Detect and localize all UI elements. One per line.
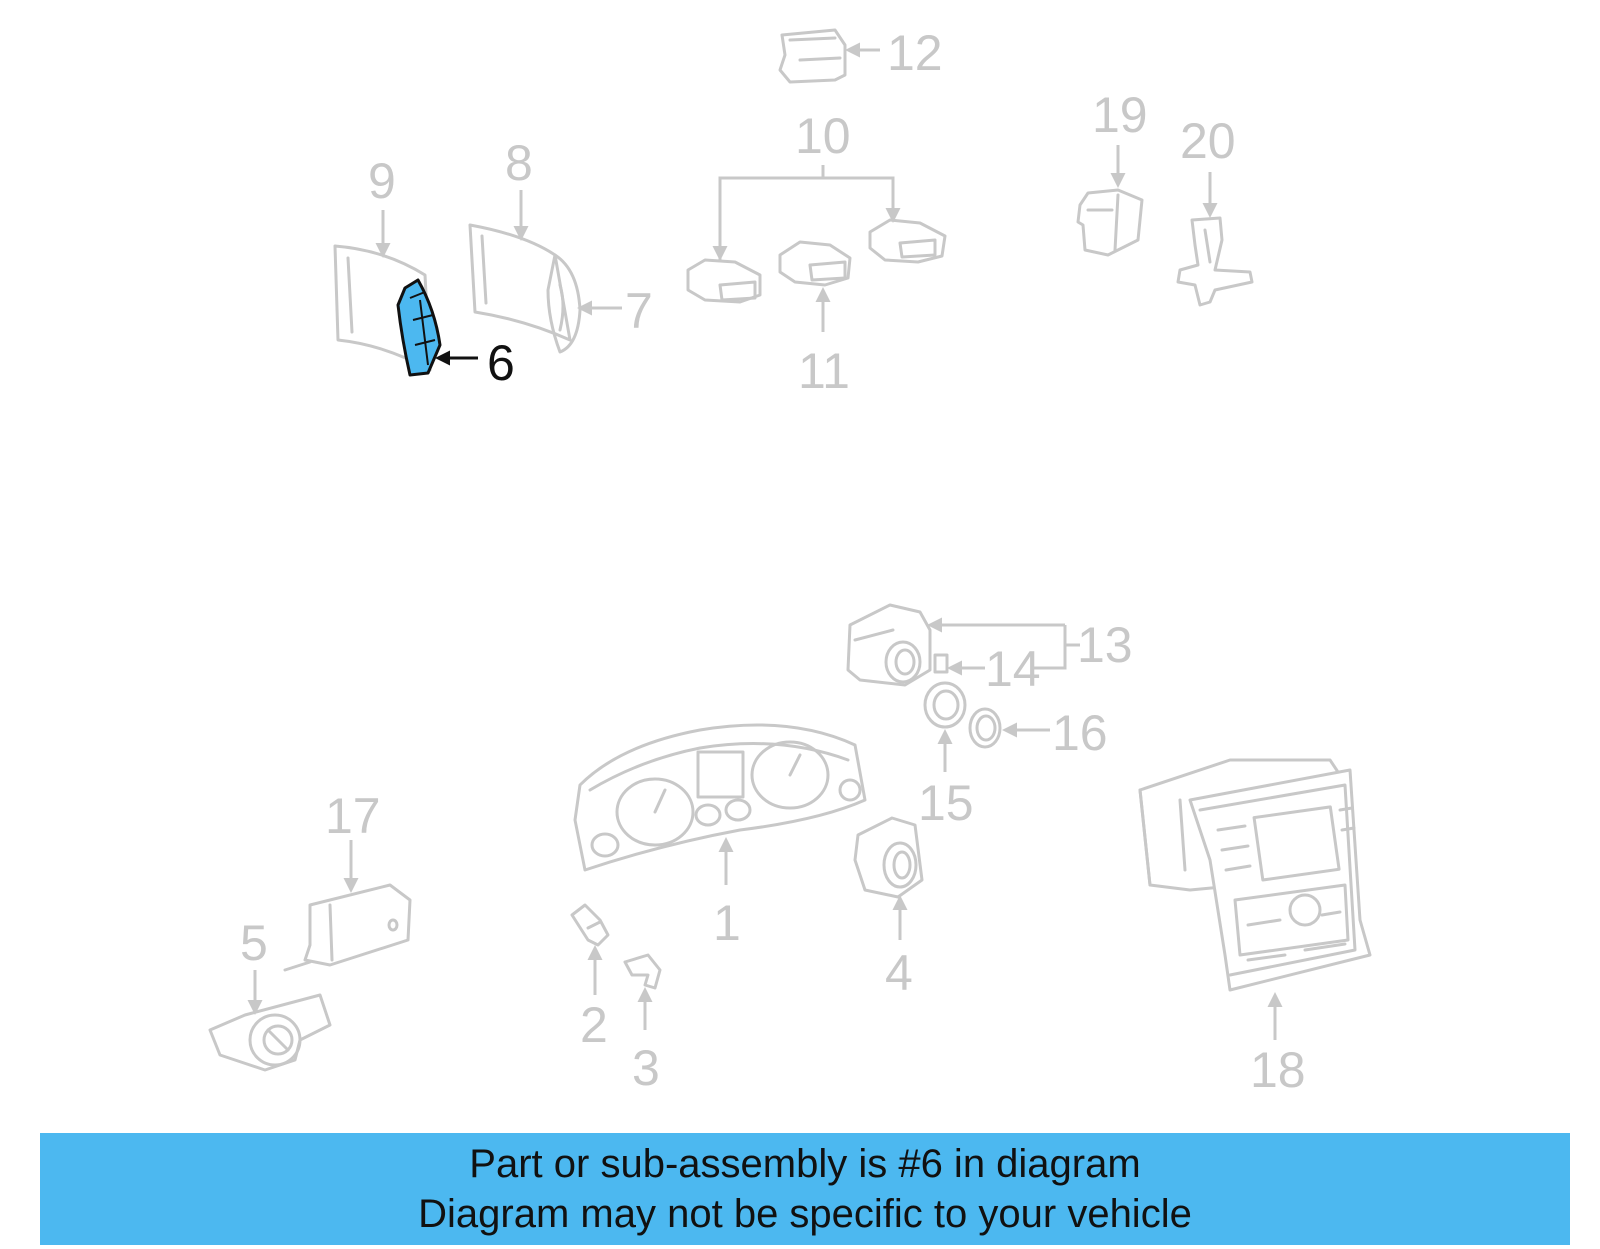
part-20[interactable] — [1176, 216, 1254, 307]
part-5[interactable] — [208, 993, 332, 1072]
info-banner: Part or sub-assembly is #6 in diagram Di… — [40, 1133, 1570, 1245]
banner-line-1: Part or sub-assembly is #6 in diagram — [469, 1142, 1141, 1186]
callout-7: 7 — [625, 283, 653, 339]
callout-1: 1 — [713, 895, 741, 951]
callout-6: 6 — [487, 335, 515, 391]
part-12[interactable] — [778, 28, 847, 84]
callout-13: 13 — [1077, 617, 1133, 673]
part-2[interactable] — [570, 903, 610, 947]
part-16[interactable] — [968, 707, 1002, 749]
part-18-radio-unit[interactable] — [1138, 758, 1372, 992]
callout-8: 8 — [505, 135, 533, 191]
part-17[interactable] — [283, 883, 412, 972]
callout-4: 4 — [885, 945, 913, 1001]
part-3[interactable] — [623, 953, 662, 990]
banner-line-2: Diagram may not be specific to your vehi… — [418, 1192, 1192, 1236]
callout-17: 17 — [325, 788, 381, 844]
callout-18: 18 — [1250, 1042, 1306, 1098]
parts-diagram: 12 10 11 19 20 9 8 7 — [208, 25, 1372, 1098]
callout-15: 15 — [918, 775, 974, 831]
part-13[interactable] — [846, 603, 932, 687]
callout-3: 3 — [632, 1040, 660, 1096]
part-10-vents[interactable] — [686, 218, 947, 304]
part-15[interactable] — [923, 681, 967, 729]
callout-10: 10 — [795, 108, 851, 164]
callout-20: 20 — [1180, 113, 1236, 169]
part-4[interactable] — [853, 816, 924, 899]
callout-14: 14 — [985, 641, 1041, 697]
part-7[interactable] — [546, 253, 582, 354]
callout-5: 5 — [240, 915, 268, 971]
callout-9: 9 — [368, 153, 396, 209]
part-19[interactable] — [1076, 188, 1144, 257]
part-8[interactable] — [468, 223, 572, 342]
callout-16: 16 — [1052, 705, 1108, 761]
callout-12: 12 — [887, 25, 943, 81]
part-1-instrument-cluster[interactable] — [573, 723, 867, 872]
callout-11: 11 — [798, 343, 850, 399]
part-14[interactable] — [933, 653, 949, 674]
callout-19: 19 — [1092, 87, 1148, 143]
callout-2: 2 — [580, 997, 608, 1053]
part-6-highlighted[interactable] — [396, 278, 442, 377]
